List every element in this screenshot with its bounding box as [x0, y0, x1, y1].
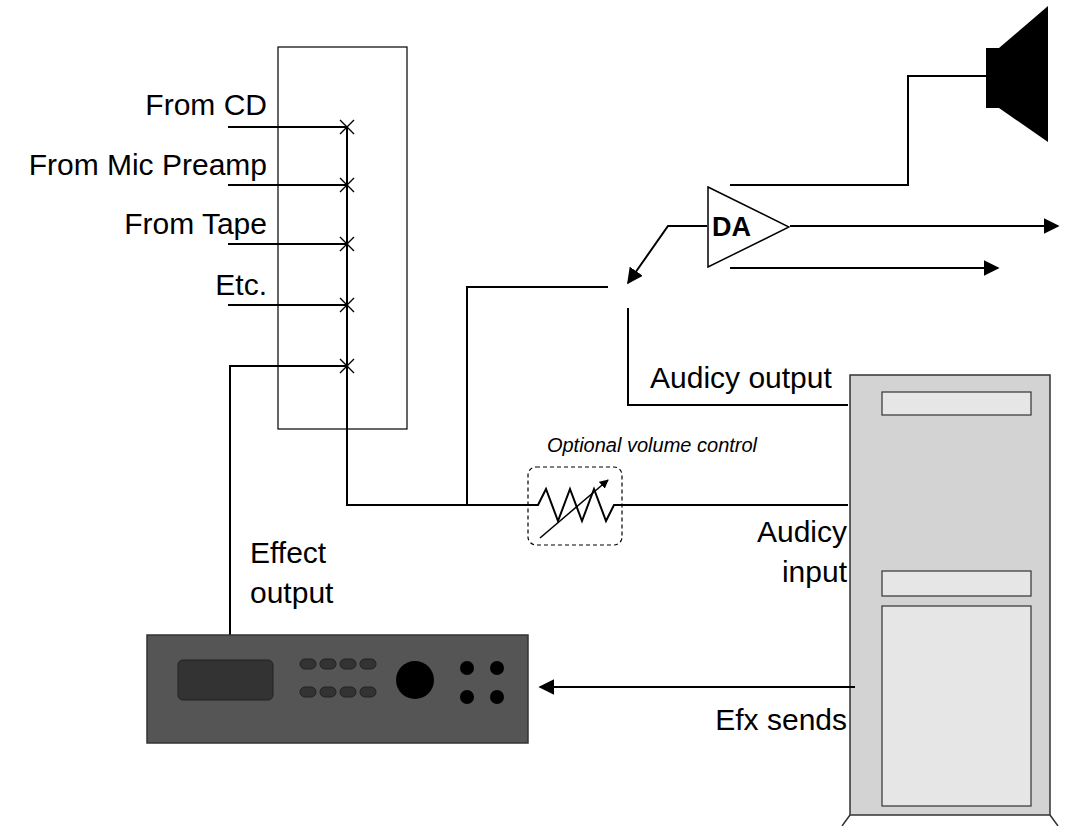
input-wire [228, 184, 347, 186]
patch-point [340, 359, 354, 373]
signal-label: From CD [145, 85, 267, 125]
button [300, 687, 316, 697]
speaker-symbol [986, 48, 1000, 108]
signal-label: From Mic Preamp [29, 145, 267, 185]
monitor-wire [467, 287, 608, 505]
computer-tower [850, 375, 1050, 815]
input-wire [228, 126, 347, 128]
input-wire [228, 243, 347, 245]
button [360, 687, 376, 697]
speaker-symbol [999, 6, 1048, 142]
display [178, 660, 273, 700]
drive-bay [882, 392, 1031, 415]
variable-arrow [540, 480, 608, 538]
amplifier-triangle: DA [707, 186, 790, 268]
signal-label: Etc. [215, 265, 267, 305]
switch-arrow [628, 226, 707, 283]
signal-label: From Tape [124, 204, 267, 244]
input-wire [622, 504, 848, 506]
button [360, 659, 376, 669]
button [460, 690, 474, 704]
signal-label: Audicy input [727, 512, 847, 592]
button [320, 659, 336, 669]
da-output-wire [790, 225, 1058, 227]
speaker-wire [730, 76, 986, 185]
resistor-symbol [528, 489, 622, 521]
input-wire [228, 304, 347, 306]
bus-wire [347, 127, 528, 505]
button [490, 661, 504, 675]
knob [396, 661, 434, 699]
amplifier-label: DA [712, 212, 790, 242]
patchbay-panel [278, 47, 407, 429]
da-output-wire [730, 267, 998, 269]
button [340, 659, 356, 669]
patch-point [340, 298, 354, 312]
amplifier-outline [708, 187, 789, 267]
patch-point [340, 178, 354, 192]
front-panel [882, 606, 1031, 806]
patch-point [340, 120, 354, 134]
button [320, 687, 336, 697]
button [490, 690, 504, 704]
signal-label: Effect output [250, 533, 370, 613]
drive-bay [882, 571, 1031, 596]
signal-label: Optional volume control [547, 432, 757, 458]
output-wire [628, 308, 848, 405]
button [300, 659, 316, 669]
tower-feet [842, 815, 1058, 826]
button [460, 661, 474, 675]
effect-unit [147, 635, 528, 743]
optional-box [528, 467, 622, 545]
button [340, 687, 356, 697]
efx-send-wire [540, 686, 855, 688]
patch-point [340, 237, 354, 251]
signal-label: Efx sends [715, 700, 847, 740]
signal-label: Audicy output [650, 358, 832, 398]
